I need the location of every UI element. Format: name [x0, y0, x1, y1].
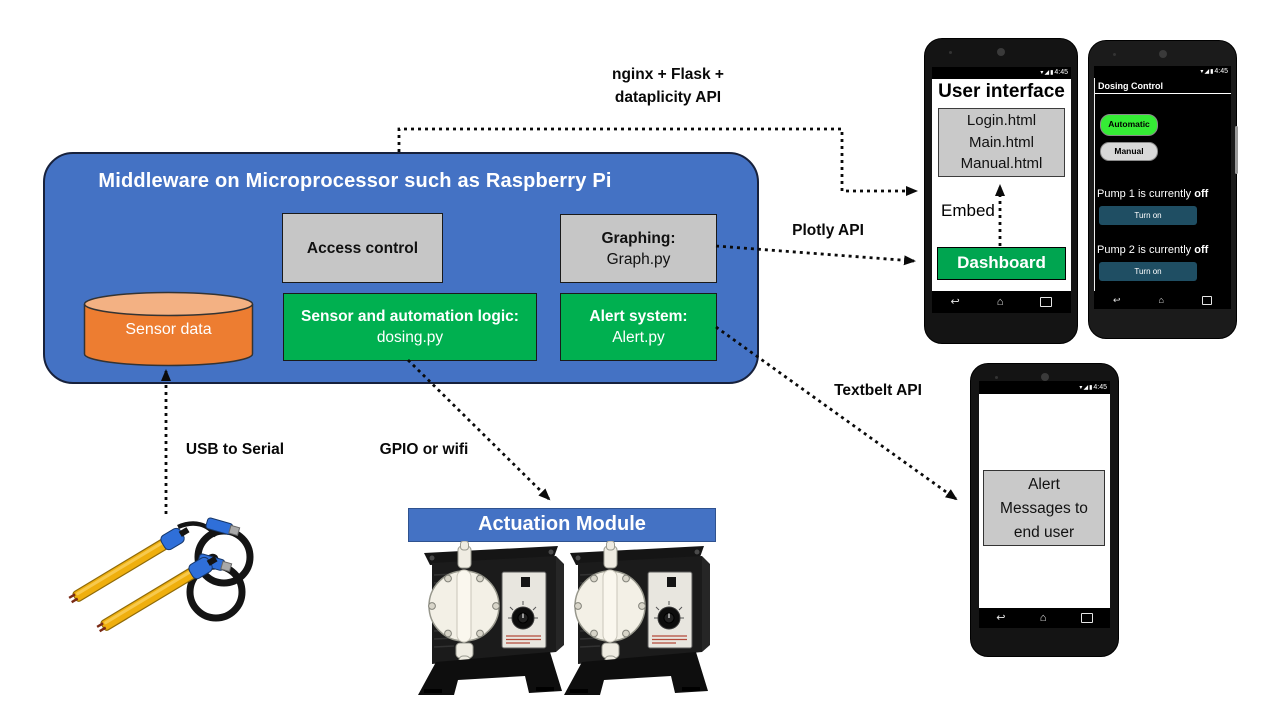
turn-on-button-2[interactable]: Turn on	[1099, 262, 1197, 281]
signal-icon: ◢	[1204, 69, 1210, 75]
actuation-module-banner: Actuation Module	[408, 508, 716, 542]
graphing-title: Graphing:	[601, 229, 676, 247]
status-bar: ▾ ◢ ▮ 4:45	[1094, 66, 1231, 78]
nav-bar: ↩ ⌂	[932, 291, 1071, 313]
wifi-icon: ▾	[1040, 70, 1044, 76]
usb-serial-label: USB to Serial	[185, 441, 285, 458]
sensor-data-label: Sensor data	[125, 321, 212, 338]
back-icon[interactable]: ↩	[996, 611, 1006, 624]
alert-message-line: Alert	[1028, 476, 1060, 493]
wifi-icon: ▾	[1079, 384, 1083, 391]
status-bar: ▾ ◢ ▮ 4:45	[932, 67, 1071, 79]
alert-message-box: Alert Messages to end user	[983, 470, 1105, 546]
manual-button[interactable]: Manual	[1100, 142, 1158, 161]
phone-user-interface: ▾ ◢ ▮ 4:45 User interface Login.html Mai…	[924, 38, 1078, 344]
gpio-wifi-label: GPIO or wifi	[379, 441, 469, 458]
wifi-icon: ▾	[1200, 69, 1204, 75]
camera-icon	[1158, 50, 1167, 58]
sensor-dot-icon	[1113, 53, 1116, 56]
alert-message-line: end user	[1013, 524, 1075, 541]
battery-icon: ▮	[1089, 384, 1093, 391]
pump2-status: Pump 2 is currently off	[1097, 244, 1209, 256]
home-icon[interactable]: ⌂	[996, 295, 1004, 308]
turn-on-button-1[interactable]: Turn on	[1099, 206, 1197, 225]
status-time: 4:45	[1093, 383, 1107, 391]
alert-system-title: Alert system:	[589, 308, 688, 325]
ui-phone-title: User interface	[938, 81, 1065, 102]
pump1-status: Pump 1 is currently off	[1097, 188, 1209, 200]
automatic-button[interactable]: Automatic	[1100, 114, 1158, 136]
camera-icon	[997, 48, 1005, 56]
plotly-api-label: Plotly API	[792, 222, 864, 239]
textbelt-api-label: Textbelt API	[834, 382, 922, 399]
home-icon[interactable]: ⌂	[1039, 611, 1047, 624]
status-time: 4:45	[1214, 68, 1228, 75]
page-item-main[interactable]: Main.html	[968, 133, 1035, 151]
nav-bar: ↩ ⌂	[1094, 291, 1231, 309]
signal-icon: ◢	[1083, 384, 1089, 391]
recents-icon[interactable]	[1201, 295, 1212, 305]
graphing-file: Graph.py	[606, 250, 671, 268]
sensor-logic-file: dosing.py	[376, 329, 444, 346]
alert-phone-content: Alert Messages to end user	[979, 394, 1110, 608]
recents-icon[interactable]	[1040, 297, 1053, 307]
home-icon[interactable]: ⌂	[1158, 294, 1164, 305]
sensor-dot-icon	[995, 376, 998, 379]
alert-system-file: Alert.py	[612, 329, 665, 346]
nginx-flask-label: nginx + Flask + dataplicity API	[612, 66, 724, 106]
dashboard-button[interactable]: Dashboard	[937, 247, 1066, 280]
phone-alert-messages: ▾ ◢ ▮ 4:45 Alert Messages to end user ↩ …	[970, 363, 1119, 657]
pages-box: Login.html Main.html Manual.html	[938, 108, 1065, 177]
alert-system-box: Alert system: Alert.py	[560, 293, 717, 361]
dosing-phone-screen: ▾ ◢ ▮ 4:45 Dosing Control Automatic Manu…	[1094, 66, 1231, 309]
page-item-manual[interactable]: Manual.html	[960, 155, 1043, 172]
sensor-probes-image	[68, 517, 254, 633]
access-control-label: Access control	[306, 239, 419, 257]
status-time: 4:45	[1054, 69, 1068, 76]
graphing-box: Graphing: Graph.py	[560, 214, 717, 283]
ui-phone-screen: ▾ ◢ ▮ 4:45 User interface Login.html Mai…	[932, 67, 1071, 313]
alert-message-line: Messages to	[1000, 500, 1088, 517]
dosing-pumps-image	[417, 541, 710, 696]
recents-icon[interactable]	[1080, 613, 1093, 623]
status-bar: ▾ ◢ ▮ 4:45	[979, 381, 1110, 394]
phone-dosing-control: ▾ ◢ ▮ 4:45 Dosing Control Automatic Manu…	[1088, 40, 1238, 339]
pump2-state: off	[1194, 244, 1209, 256]
page-item-login[interactable]: Login.html	[966, 112, 1037, 129]
signal-icon: ◢	[1044, 70, 1050, 76]
camera-icon	[1040, 373, 1049, 381]
back-icon[interactable]: ↩	[950, 295, 960, 308]
sensor-logic-box: Sensor and automation logic: dosing.py	[283, 293, 537, 361]
dosing-phone-content: Dosing Control Automatic Manual Pump 1 i…	[1094, 78, 1231, 291]
middleware-box: Middleware on Microprocessor such as Ras…	[43, 152, 759, 384]
power-button	[1235, 126, 1238, 174]
sensor-logic-title: Sensor and automation logic:	[301, 308, 519, 325]
ui-phone-content: User interface Login.html Main.html Manu…	[932, 79, 1071, 291]
embed-label: Embed	[941, 201, 995, 220]
access-control-box: Access control	[282, 213, 443, 283]
sensor-dot-icon	[949, 51, 952, 54]
pump1-state: off	[1194, 188, 1209, 200]
alert-phone-screen: ▾ ◢ ▮ 4:45 Alert Messages to end user ↩ …	[979, 381, 1110, 628]
back-icon[interactable]: ↩	[1113, 294, 1121, 305]
battery-icon: ▮	[1210, 69, 1214, 75]
dosing-title: Dosing Control	[1095, 78, 1231, 94]
nav-bar: ↩ ⌂	[979, 608, 1110, 628]
sensor-data-cylinder	[83, 291, 254, 367]
middleware-title: Middleware on Microprocessor such as Ras…	[98, 170, 612, 192]
battery-icon: ▮	[1050, 70, 1054, 76]
